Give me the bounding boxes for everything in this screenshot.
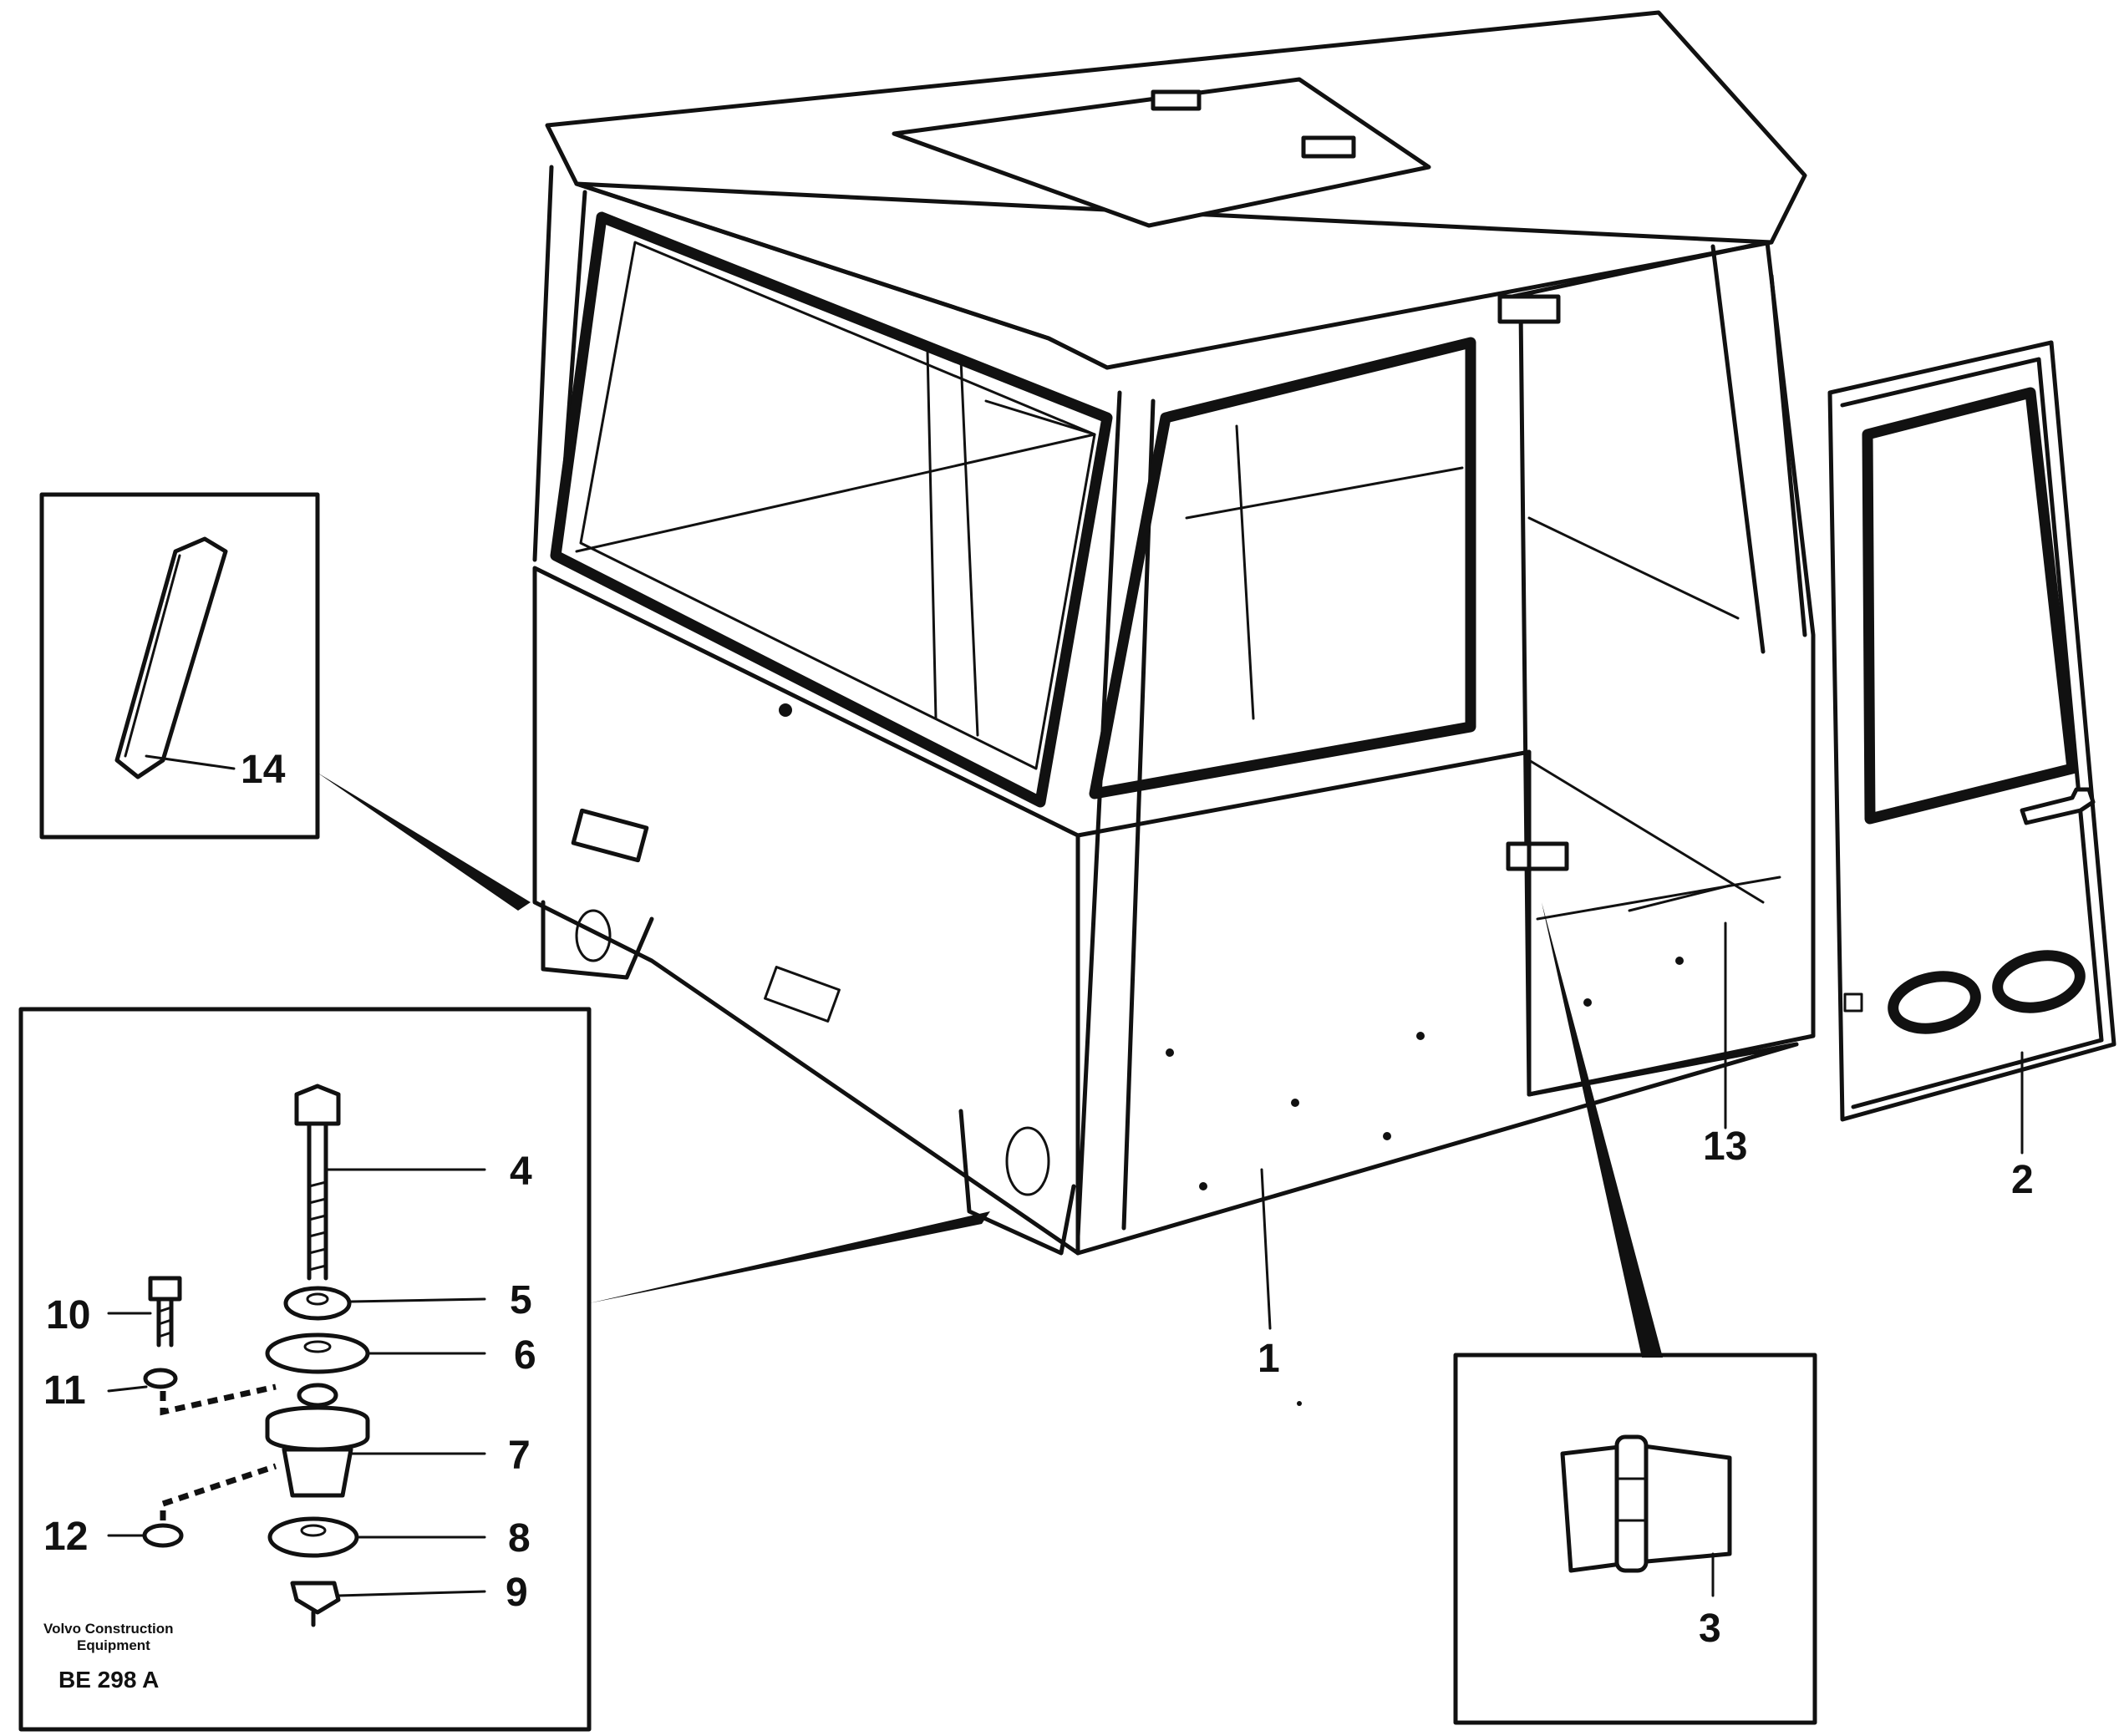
washer-12 [142, 1523, 184, 1548]
brand-line-1: Volvo Construction [43, 1621, 174, 1637]
callout-13: 13 [1703, 1124, 1747, 1169]
callout-10: 10 [46, 1293, 90, 1338]
washer-8 [267, 1516, 359, 1558]
door-handle [2020, 787, 2096, 825]
washer-11 [143, 1368, 178, 1389]
screw-10 [148, 1276, 182, 1302]
door-vent-right [1992, 950, 2086, 1013]
callout-14: 14 [241, 748, 286, 792]
rear-mount-foot [541, 900, 654, 980]
callout-2: 2 [2011, 1158, 2034, 1202]
drawing-code: BE 298 A [58, 1667, 159, 1693]
lower-door-hinge [1506, 841, 1569, 871]
side-grille [571, 808, 649, 863]
callout-9: 9 [506, 1571, 528, 1615]
cab-side-panel [532, 566, 1080, 1256]
upper-door-hinge [1497, 294, 1561, 324]
brand-line-2: Equipment [77, 1637, 150, 1653]
leader-1 [1260, 1168, 1272, 1330]
detail-leader-seal [318, 773, 531, 911]
detail-leader-hinge [1542, 902, 1663, 1358]
rubber-mount-7 [265, 1405, 370, 1452]
callout-7: 7 [508, 1434, 531, 1478]
callout-1: 1 [1258, 1337, 1280, 1381]
detail-box-seal [39, 492, 320, 840]
leader-14 [145, 754, 236, 770]
detail-box-mounting [18, 1007, 592, 1732]
callout-11: 11 [43, 1368, 86, 1413]
callout-5: 5 [510, 1278, 532, 1322]
seal-strip [114, 536, 228, 779]
bolt-4 [294, 1084, 341, 1126]
door-window [1862, 387, 2078, 825]
callout-6: 6 [514, 1333, 536, 1378]
cab-body [532, 10, 1816, 1256]
callout-4: 4 [510, 1150, 532, 1194]
callout-3: 3 [1699, 1607, 1721, 1651]
front-window [1089, 337, 1476, 799]
door-vent-left [1888, 971, 1981, 1034]
detail-leader-mounting [589, 1211, 990, 1303]
left-window [550, 211, 1113, 808]
detail-box-hinge [1453, 1353, 1817, 1725]
nut-9 [290, 1581, 341, 1615]
cab-front-panel [1075, 749, 1799, 1256]
callout-8: 8 [508, 1516, 531, 1561]
door-panel [1827, 340, 2116, 1122]
callout-12: 12 [43, 1515, 88, 1559]
cab-door [1827, 340, 2116, 1122]
front-mount-foot [958, 1109, 1076, 1256]
